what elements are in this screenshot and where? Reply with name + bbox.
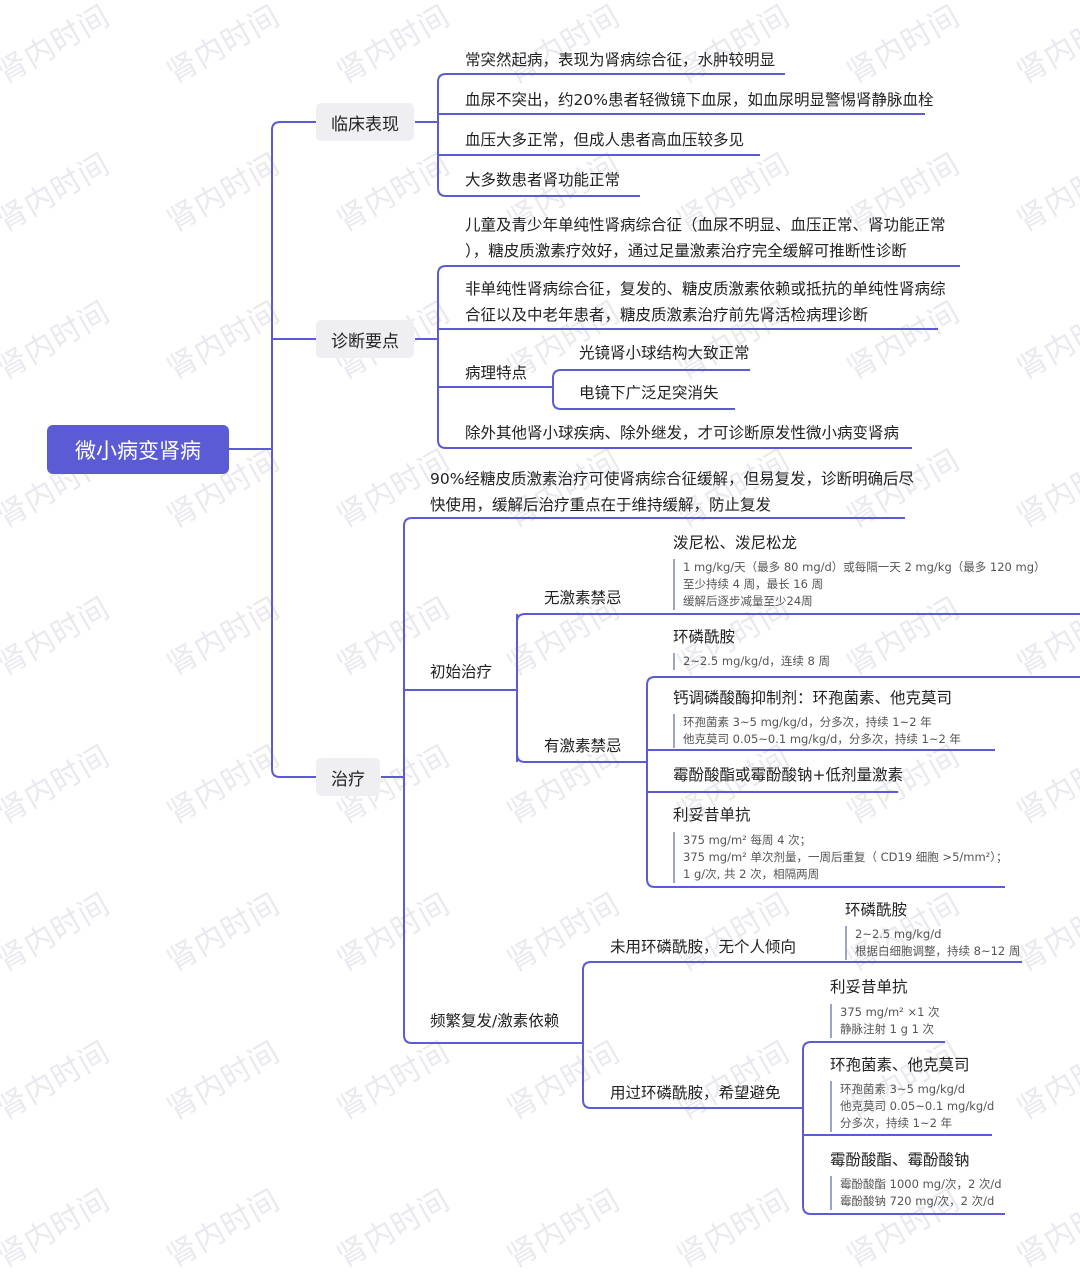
treatment-node[interactable]: 治疗 bbox=[316, 758, 380, 796]
pathology-item-1[interactable]: 光镜肾小球结构大致正常 bbox=[579, 344, 750, 362]
prednisone-notes: 1 mg/kg/天（最多 80 mg/d）或每隔一天 2 mg/kg（最多 12… bbox=[673, 559, 1046, 610]
clinical-item-3[interactable]: 血压大多正常，但成人患者高血压较多见 bbox=[465, 131, 745, 149]
relapse-cni-node[interactable]: 环孢菌素、他克莫司 bbox=[830, 1056, 970, 1074]
diagnosis-item-2-line-1: 非单纯性肾病综合征，复发的、糖皮质激素依赖或抵抗的单纯性肾病综 bbox=[465, 280, 946, 298]
relapse-mmf-note-2: 霉酚酸钠 720 mg/次，2 次/d bbox=[840, 1194, 995, 1208]
relapse-mmf-notes: 霉酚酸酯 1000 mg/次，2 次/d 霉酚酸钠 720 mg/次，2 次/d bbox=[830, 1176, 1002, 1210]
relapse-rituximab-note-1: 375 mg/m² ×1 次 bbox=[840, 1005, 940, 1019]
used-cyclophosphamide-node[interactable]: 用过环磷酰胺，希望避免 bbox=[610, 1084, 781, 1102]
initial-therapy-node[interactable]: 初始治疗 bbox=[430, 663, 493, 681]
diagnosis-item-4[interactable]: 除外其他肾小球疾病、除外继发，才可诊断原发性微小病变肾病 bbox=[465, 424, 900, 442]
relapse-cyclophosphamide-note-2: 根据白细胞调整，持续 8~12 周 bbox=[855, 944, 1021, 958]
cni-note-2: 他克莫司 0.05~0.1 mg/kg/d，分多次，持续 1~2 年 bbox=[683, 732, 961, 746]
clinical-node[interactable]: 临床表现 bbox=[316, 103, 414, 141]
rituximab-notes: 375 mg/m² 每周 4 次； 375 mg/m² 单次剂量，一周后重复（ … bbox=[673, 832, 1008, 883]
rituximab-note-1: 375 mg/m² 每周 4 次； bbox=[683, 833, 812, 847]
clinical-item-2[interactable]: 血尿不突出，约20%患者轻微镜下血尿，如血尿明显警惕肾静脉血栓 bbox=[465, 91, 934, 109]
rituximab-note-3: 1 g/次, 共 2 次，相隔两周 bbox=[683, 867, 820, 881]
no-cyclophosphamide-node[interactable]: 未用环磷酰胺，无个人倾向 bbox=[610, 938, 797, 956]
rituximab-node[interactable]: 利妥昔单抗 bbox=[673, 806, 751, 824]
clinical-item-1[interactable]: 常突然起病，表现为肾病综合征，水肿较明显 bbox=[465, 51, 776, 69]
contraindication-node[interactable]: 有激素禁忌 bbox=[544, 737, 622, 755]
diagnosis-node[interactable]: 诊断要点 bbox=[316, 320, 414, 358]
relapse-cyclophosphamide-notes: 2~2.5 mg/kg/d 根据白细胞调整，持续 8~12 周 bbox=[845, 926, 1020, 960]
relapse-cni-note-1: 环孢菌素 3~5 mg/kg/d bbox=[840, 1082, 966, 1096]
relapse-cyclophosphamide-node[interactable]: 环磷酰胺 bbox=[845, 901, 908, 919]
treatment-intro-line-1: 90%经糖皮质激素治疗可使肾病综合征缓解，但易复发，诊断明确后尽 bbox=[430, 470, 914, 488]
prednisone-note-1: 1 mg/kg/天（最多 80 mg/d）或每隔一天 2 mg/kg（最多 12… bbox=[683, 560, 1046, 574]
relapse-cni-note-2: 他克莫司 0.05~0.1 mg/kg/d bbox=[840, 1099, 995, 1113]
treatment-intro[interactable]: 90%经糖皮质激素治疗可使肾病综合征缓解，但易复发，诊断明确后尽 快使用，缓解后… bbox=[430, 466, 914, 518]
clinical-item-4[interactable]: 大多数患者肾功能正常 bbox=[465, 171, 621, 189]
mmf-node[interactable]: 霉酚酸酯或霉酚酸钠+低剂量激素 bbox=[673, 766, 903, 784]
treatment-intro-line-2: 快使用，缓解后治疗重点在于维持缓解，防止复发 bbox=[430, 496, 772, 514]
relapse-mmf-node[interactable]: 霉酚酸酯、霉酚酸钠 bbox=[830, 1151, 970, 1169]
prednisone-note-2: 至少持续 4 周，最长 16 周 bbox=[683, 577, 824, 591]
cni-node[interactable]: 钙调磷酸酶抑制剂：环孢菌素、他克莫司 bbox=[673, 689, 953, 707]
prednisone-note-3: 缓解后逐步减量至少24周 bbox=[683, 594, 813, 608]
relapse-cni-notes: 环孢菌素 3~5 mg/kg/d 他克莫司 0.05~0.1 mg/kg/d 分… bbox=[830, 1081, 994, 1132]
diagnosis-item-2-line-2: 合征以及中老年患者，糖皮质激素治疗前先肾活检病理诊断 bbox=[465, 306, 869, 324]
cni-note-1: 环孢菌素 3~5 mg/kg/d，分多次，持续 1~2 年 bbox=[683, 715, 932, 729]
cni-notes: 环孢菌素 3~5 mg/kg/d，分多次，持续 1~2 年 他克莫司 0.05~… bbox=[673, 714, 961, 748]
diagnosis-item-2[interactable]: 非单纯性肾病综合征，复发的、糖皮质激素依赖或抵抗的单纯性肾病综 合征以及中老年患… bbox=[465, 276, 946, 328]
diagnosis-item-1-line-1: 儿童及青少年单纯性肾病综合征（血尿不明显、血压正常、肾功能正常 bbox=[465, 216, 946, 234]
relapse-cyclophosphamide-note-1: 2~2.5 mg/kg/d bbox=[855, 927, 942, 941]
pathology-item-2[interactable]: 电镜下广泛足突消失 bbox=[579, 384, 719, 402]
relapse-rituximab-node[interactable]: 利妥昔单抗 bbox=[830, 978, 908, 996]
relapse-node[interactable]: 频繁复发/激素依赖 bbox=[430, 1012, 560, 1030]
prednisone-node[interactable]: 泼尼松、泼尼松龙 bbox=[673, 534, 798, 552]
pathology-node[interactable]: 病理特点 bbox=[465, 364, 528, 382]
diagnosis-item-1[interactable]: 儿童及青少年单纯性肾病综合征（血尿不明显、血压正常、肾功能正常 ），糖皮质激素疗… bbox=[465, 212, 946, 264]
relapse-mmf-note-1: 霉酚酸酯 1000 mg/次，2 次/d bbox=[840, 1177, 1002, 1191]
cyclophosphamide-notes: 2~2.5 mg/kg/d，连续 8 周 bbox=[673, 653, 830, 670]
relapse-rituximab-notes: 375 mg/m² ×1 次 静脉注射 1 g 1 次 bbox=[830, 1004, 940, 1038]
cyclophosphamide-note-1: 2~2.5 mg/kg/d，连续 8 周 bbox=[683, 654, 831, 668]
rituximab-note-2: 375 mg/m² 单次剂量，一周后重复（ CD19 细胞 >5/mm²）； bbox=[683, 850, 1008, 864]
relapse-rituximab-note-2: 静脉注射 1 g 1 次 bbox=[840, 1022, 935, 1036]
relapse-cni-note-3: 分多次，持续 1~2 年 bbox=[840, 1116, 953, 1130]
root-node[interactable]: 微小病变肾病 bbox=[47, 425, 229, 474]
cyclophosphamide-node[interactable]: 环磷酰胺 bbox=[673, 628, 736, 646]
no-contraindication-node[interactable]: 无激素禁忌 bbox=[544, 589, 622, 607]
diagnosis-item-1-line-2: ），糖皮质激素疗效好，通过足量激素治疗完全缓解可推断性诊断 bbox=[465, 242, 907, 260]
